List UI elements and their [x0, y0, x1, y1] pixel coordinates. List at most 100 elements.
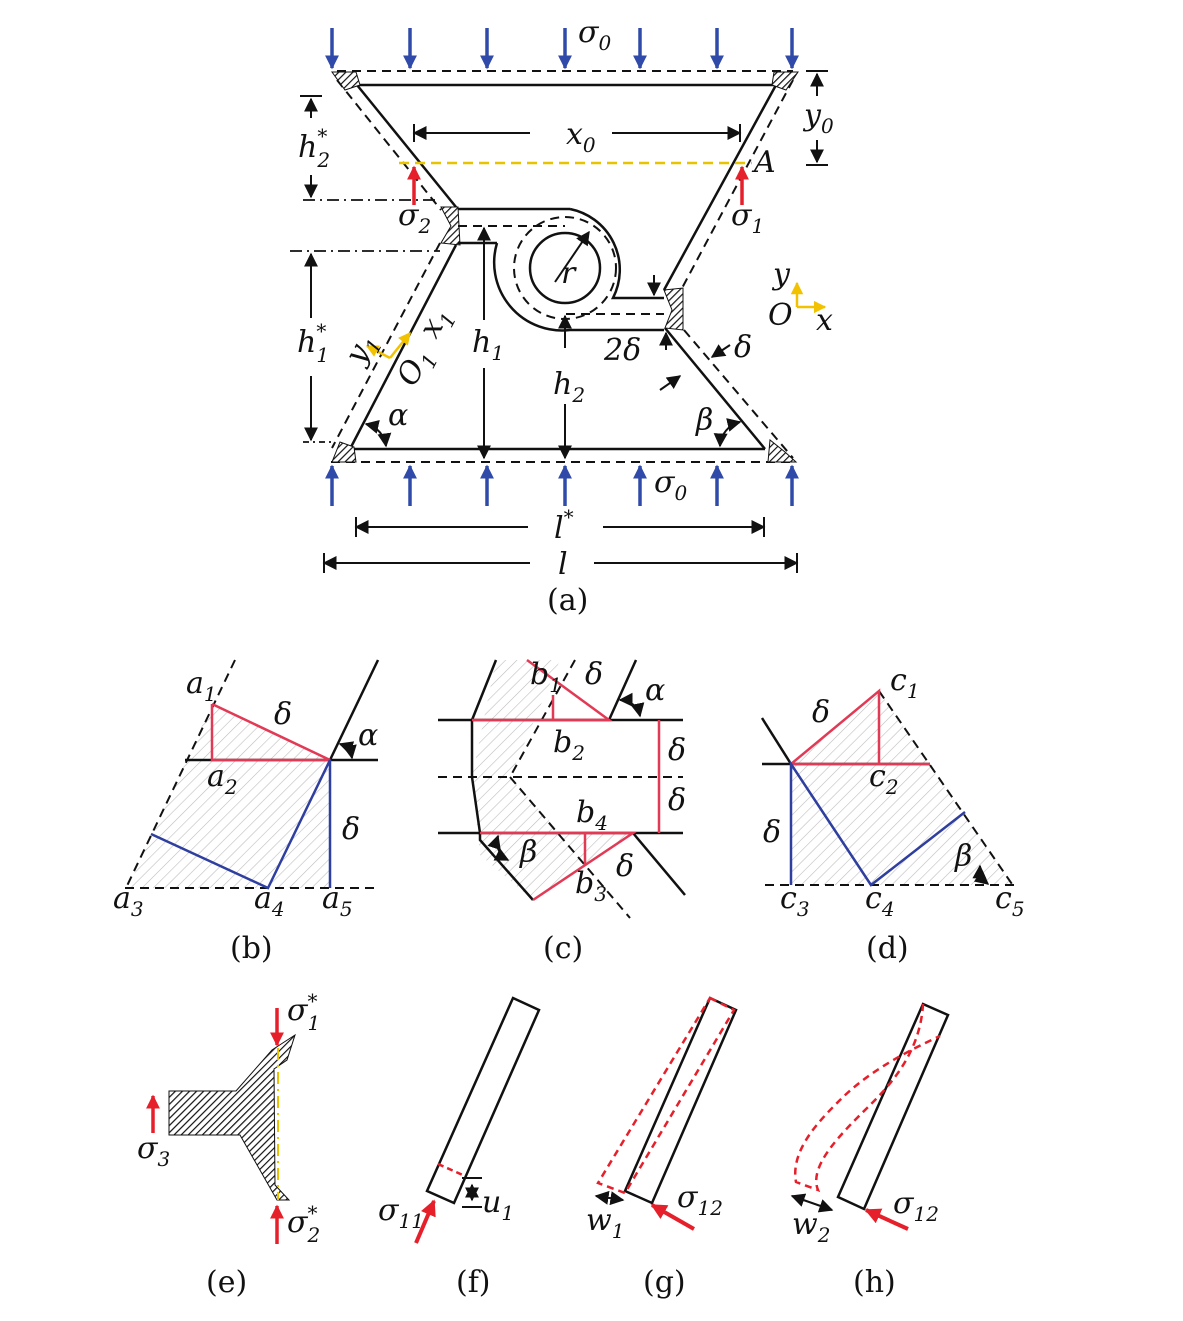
- c-bottom-dashed-diagonal: [509, 776, 631, 919]
- g-w1-label: w1: [586, 1203, 624, 1243]
- e-sigma3-label: σ3: [137, 1131, 170, 1171]
- b-a2-label: a2: [207, 759, 238, 799]
- f-u1-label: u1: [482, 1185, 514, 1225]
- h2s-label: h*2: [298, 124, 330, 172]
- d-c4-label: c4: [865, 881, 895, 921]
- joint-bottom-right: [767, 439, 798, 463]
- local-x1-axis: [389, 332, 411, 359]
- f-red-deformation: [437, 1162, 466, 1178]
- b-a4-label: a4: [254, 881, 285, 921]
- b-red-triangle: [210, 702, 331, 762]
- c-b4-label: b4: [576, 795, 608, 835]
- b-alpha-label: α: [358, 718, 378, 753]
- delta-arrow-1: [710, 344, 731, 358]
- joint-bottom-left: [331, 441, 357, 463]
- sigma0-bottom-label: σ0: [654, 465, 687, 505]
- d-solid-diagonal: [760, 717, 793, 765]
- c-alpha-arc: [618, 692, 645, 718]
- g-deformed-beam: [596, 996, 736, 1195]
- h-w2-arrow: [790, 1193, 834, 1213]
- x-axis-label: x: [816, 303, 833, 338]
- d-c1-label: c1: [890, 663, 920, 703]
- joint-mid-left: [440, 206, 461, 246]
- caption-g: (g): [643, 1265, 686, 1300]
- c-delta1-label: δ: [585, 657, 603, 692]
- g-beam: [623, 996, 738, 1205]
- local-x1-label: x1: [412, 301, 461, 346]
- d-c5-label: c5: [995, 881, 1025, 921]
- c-top-dashed-diagonal: [509, 659, 576, 778]
- f-sigma11-label: σ11: [378, 1193, 424, 1233]
- b-dashed-diagonal: [124, 659, 236, 891]
- alpha-label: α: [388, 398, 408, 433]
- panel-d: c1 δ c2 δ β c3 c4 c5 (d): [760, 663, 1025, 966]
- d-c3-label: c3: [780, 881, 810, 921]
- c-top-right-diagonal: [607, 659, 638, 721]
- c-b1-label: b1: [530, 657, 562, 697]
- caption-d: (d): [866, 931, 909, 966]
- panel-c: b1 δ α b2 δ δ b4 β δ b3 (c): [438, 657, 686, 966]
- c-b2-label: b2: [553, 725, 585, 765]
- b-a5-label: a5: [322, 881, 353, 921]
- joint-top-right: [771, 71, 799, 91]
- delta-arrow-2: [659, 375, 682, 391]
- e-sigma1s-label: σ*1: [287, 989, 320, 1035]
- panel-f: u1 σ11 (f): [378, 996, 541, 1300]
- c-alpha-label: α: [645, 673, 665, 708]
- svg-text:O1: O1: [390, 342, 443, 394]
- d-beta-arc: [972, 864, 990, 885]
- c-bottom-right-diagonal: [632, 832, 686, 896]
- left-upper-wall-inner: [356, 84, 457, 208]
- h-beam: [836, 1002, 950, 1211]
- b-blue-quad: [150, 759, 332, 890]
- h2-label: h2: [553, 367, 585, 407]
- d-dashed-diagonal: [878, 690, 1015, 888]
- sigma0-top-label: σ0: [578, 15, 611, 55]
- right-upper-wall-outer: [680, 79, 794, 291]
- h-sigma12-label: σ12: [893, 1186, 939, 1226]
- b-a1-label: a1: [186, 666, 217, 706]
- beta-label: β: [695, 403, 713, 438]
- c-delta4-label: δ: [616, 849, 634, 884]
- g-w1-arrow: [594, 1190, 625, 1206]
- b-delta-top-label: δ: [274, 697, 292, 732]
- panel-b: a1 δ α a2 δ a3 a4 a5 (b): [113, 659, 380, 966]
- h-w2-label: w2: [792, 1207, 830, 1247]
- twodelta-label: 2δ: [603, 333, 641, 368]
- A-label: A: [751, 145, 776, 180]
- caption-c: (c): [543, 931, 583, 966]
- loop-inner: [492, 242, 664, 332]
- right-lower-wall-outer: [683, 329, 794, 459]
- panel-h: σ12 w2 (h): [790, 1002, 950, 1300]
- left-lower-wall-outer: [331, 242, 441, 449]
- e-sigma2s-label: σ*2: [287, 1201, 320, 1247]
- right-upper-wall-inner: [662, 84, 778, 291]
- caption-h: (h): [853, 1265, 896, 1300]
- e-hatched-joint: [168, 1033, 296, 1201]
- f-sigma11-arrow: [414, 1199, 436, 1244]
- delta-label: δ: [734, 330, 752, 365]
- y-axis-label: y: [771, 257, 791, 292]
- joint-top-left: [331, 71, 361, 91]
- g-sigma12-arrow: [650, 1203, 695, 1231]
- caption-f: (f): [456, 1265, 491, 1300]
- caption-a: (a): [547, 583, 588, 618]
- b-hatched-region: [128, 704, 330, 888]
- local-y1-axis: [365, 344, 391, 360]
- sigma2-label: σ2: [398, 198, 431, 238]
- d-c2-label: c2: [869, 759, 899, 799]
- h-sigma12-arrow: [864, 1208, 909, 1231]
- b-alpha-arc: [338, 741, 357, 760]
- right-lower-wall-inner: [664, 327, 766, 450]
- f-beam: [425, 996, 541, 1205]
- local-O1-label: O1: [390, 342, 443, 394]
- O-axis-label: O: [768, 298, 793, 333]
- c-delta2-label: δ: [668, 733, 686, 768]
- c-beta-label: β: [519, 835, 537, 870]
- b-solid-diagonal: [328, 659, 380, 761]
- c-b3-label: b3: [575, 866, 607, 906]
- c-delta3-label: δ: [668, 783, 686, 818]
- svg-text:x1: x1: [412, 301, 461, 346]
- joint-mid-right: [663, 287, 684, 331]
- h1-label: h1: [472, 325, 504, 365]
